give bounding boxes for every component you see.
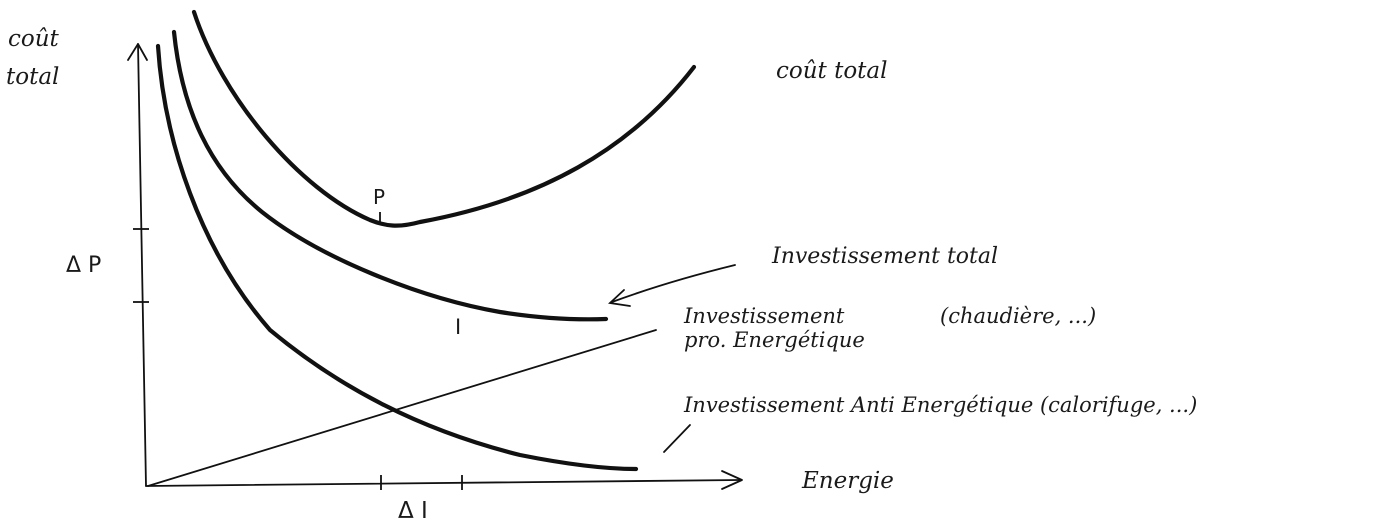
optimum-point-label: P xyxy=(373,185,385,209)
x-tick-label: Δ I xyxy=(398,498,428,523)
total-investment-pointer-arrowhead xyxy=(608,289,631,307)
anti-energy-annotation: Investissement Anti Energétique (calorif… xyxy=(683,393,1197,417)
total-investment-curve xyxy=(171,29,609,322)
anti-energy-investment-curve xyxy=(155,43,639,472)
pro-energy-annotation-examples: (chaudière, ...) xyxy=(940,304,1096,328)
x-axis-label: Energie xyxy=(801,468,894,494)
curve-annotations: coût total Investissement total Investis… xyxy=(683,58,1197,417)
pro-energy-annotation-line1: Investissement xyxy=(683,304,845,328)
y-axis-label-line2: total xyxy=(6,64,59,90)
y-tick-label: Δ P xyxy=(66,253,101,278)
total-cost-curve xyxy=(191,9,697,228)
pro-energy-annotation-line2: pro. Energétique xyxy=(684,328,865,352)
curves xyxy=(147,9,736,487)
y-axis xyxy=(137,43,147,487)
pro-energy-investment-line xyxy=(147,329,657,487)
investment-point-label: I xyxy=(455,315,461,339)
y-axis-label-line1: coût xyxy=(8,26,60,52)
axis-labels: coût total Energie Δ P Δ I xyxy=(6,26,894,523)
axes xyxy=(127,43,743,490)
x-axis-arrowhead xyxy=(721,470,743,490)
x-axis xyxy=(145,479,741,487)
total-cost-annotation: coût total xyxy=(776,58,888,84)
anti-energy-pointer xyxy=(663,424,691,453)
point-labels: P I xyxy=(373,185,461,339)
total-investment-pointer-arrow xyxy=(611,264,736,303)
y-axis-arrowhead xyxy=(127,43,148,61)
total-investment-annotation: Investissement total xyxy=(771,244,998,269)
